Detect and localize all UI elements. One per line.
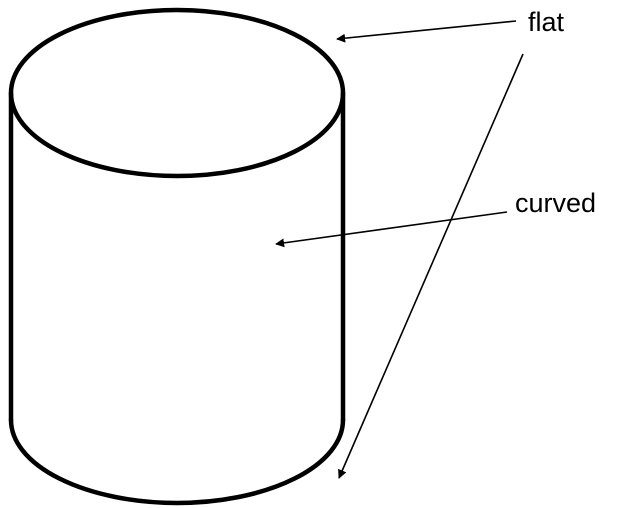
cylinder — [8, 7, 346, 506]
pointer-arrow-to-bottom-face — [338, 53, 524, 479]
cylinder-top-face — [8, 7, 346, 179]
cylinder-bottom-edge — [8, 417, 346, 506]
pointer-arrow-to-top-face — [336, 20, 517, 43]
pointer-arrow-to-curved-surface — [275, 211, 508, 248]
curved-label: curved — [515, 188, 596, 218]
pointer-lines — [275, 20, 524, 479]
flat-label: flat — [528, 7, 565, 37]
